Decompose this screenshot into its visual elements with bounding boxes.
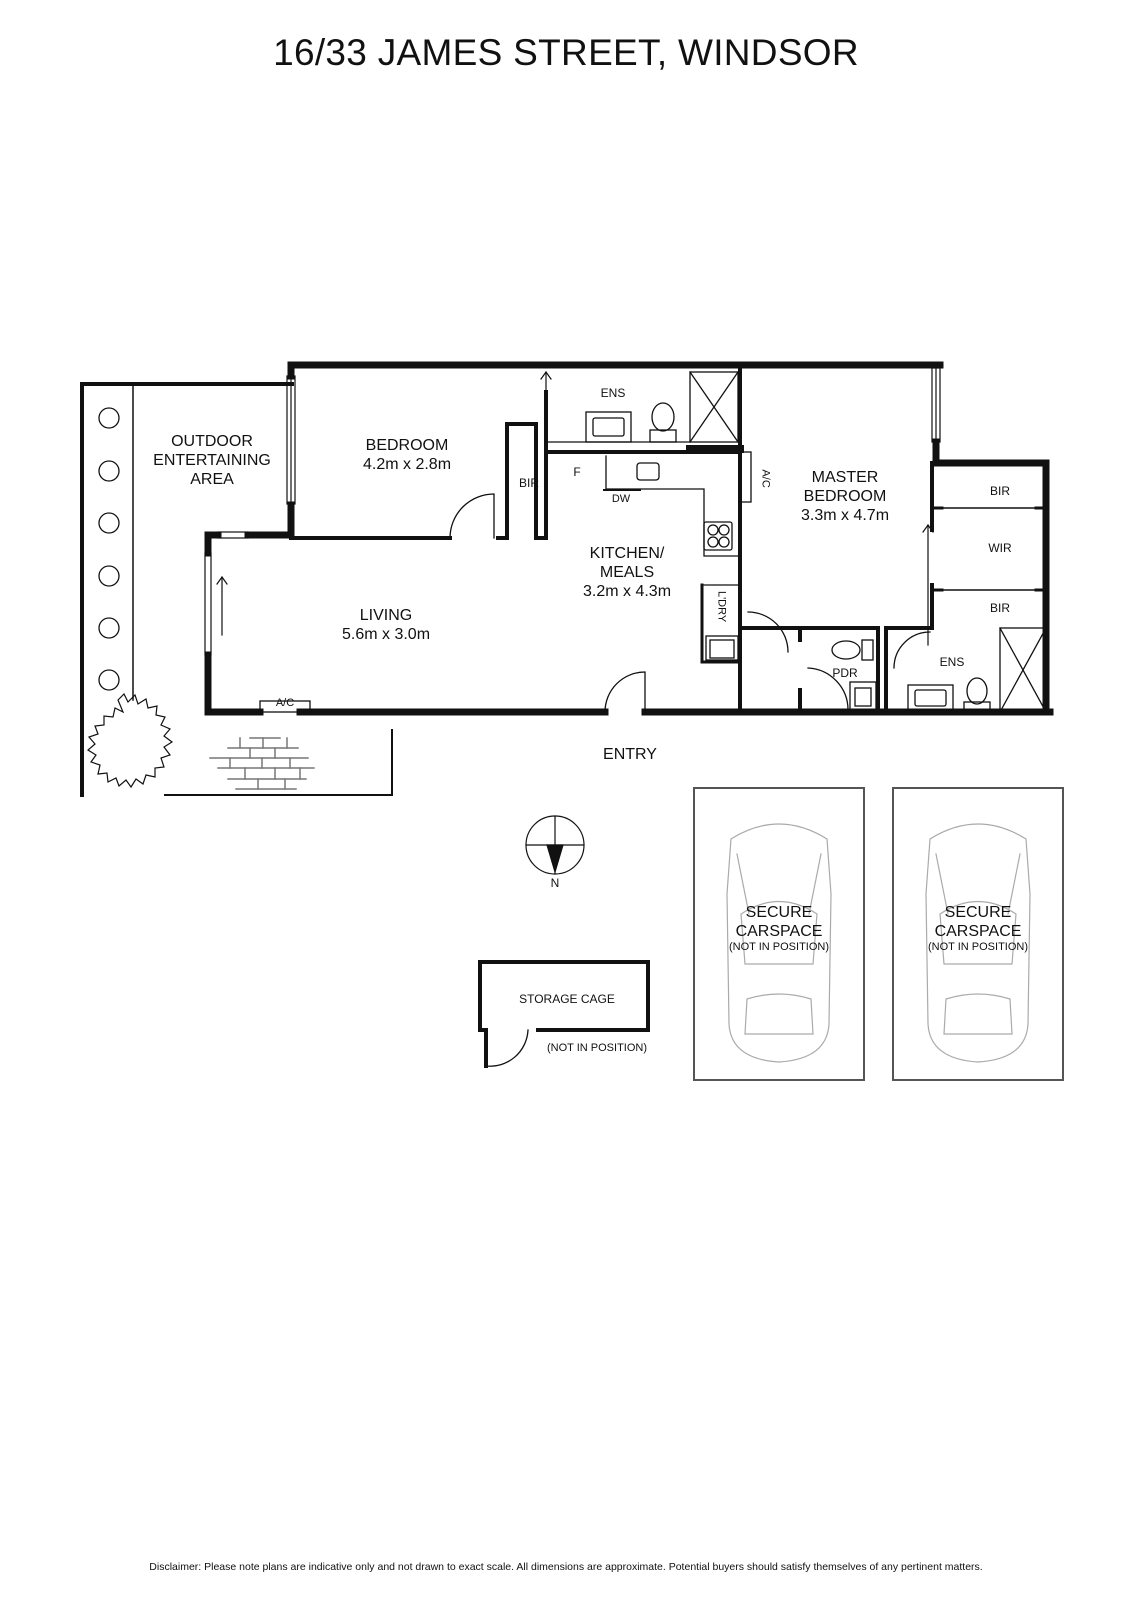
planter-circles-icon [98,407,120,691]
master-bir-bottom-label: BIR [989,601,1011,615]
wardrobe-dividers [931,507,1047,591]
dishwasher-label: DW [611,493,631,505]
ensuite-fixtures [545,371,739,443]
master-bedroom-label: MASTER BEDROOM 3.3m x 4.7m [800,469,890,525]
bedroom-label: BEDROOM 4.2m x 2.8m [362,437,452,474]
disclaimer-text: Disclaimer: Please note plans are indica… [149,1561,983,1573]
master-wir-label: WIR [988,541,1012,555]
powder-room-label: PDR [832,666,858,680]
ensuite-top-label: ENS [600,386,626,400]
tree-icon [86,692,174,789]
carspace-outlines [693,787,1064,1081]
bedroom-bir-label: BIR [518,476,540,490]
interior-walls [289,363,934,714]
ac-unit-living [259,700,311,713]
powder-fixtures [831,639,877,711]
page-title: 16/33 JAMES STREET, WINDSOR [273,32,859,73]
laundry-fixtures [700,583,742,664]
compass-north-label: N [550,876,560,890]
exterior-walls [204,361,1054,716]
carspace-1-label: SECURE CARSPACE (NOT IN POSITION) [728,904,830,954]
master-ensuite-label: ENS [939,655,965,669]
brick-paving-icon [209,737,315,790]
storage-cage-outline [478,960,650,1068]
master-ensuite-fixtures [907,627,1047,713]
storage-cage-note: (NOT IN POSITION) [546,1042,648,1054]
storage-cage-label: STORAGE CAGE [519,992,615,1006]
living-label: LIVING 5.6m x 3.0m [341,607,431,644]
ac-kitchen-label: A/C [759,469,772,488]
kitchen-bench [603,451,752,557]
windows [204,367,941,656]
ac-living-label: A/C [275,697,295,709]
entry-label: ENTRY [603,746,657,763]
outdoor-area-label: OUTDOOR ENTERTAINING AREA [153,433,271,489]
car-icons [726,823,1031,1063]
fridge-label: F [573,465,581,479]
laundry-label: L'DRY [715,590,728,623]
door-swings [449,493,931,1067]
compass-icon [525,815,585,875]
kitchen-meals-label: KITCHEN/ MEALS 3.2m x 4.3m [582,545,672,601]
master-bir-top-label: BIR [989,484,1011,498]
outdoor-area-outline [80,382,393,797]
carspace-2-label: SECURE CARSPACE (NOT IN POSITION) [927,904,1029,954]
